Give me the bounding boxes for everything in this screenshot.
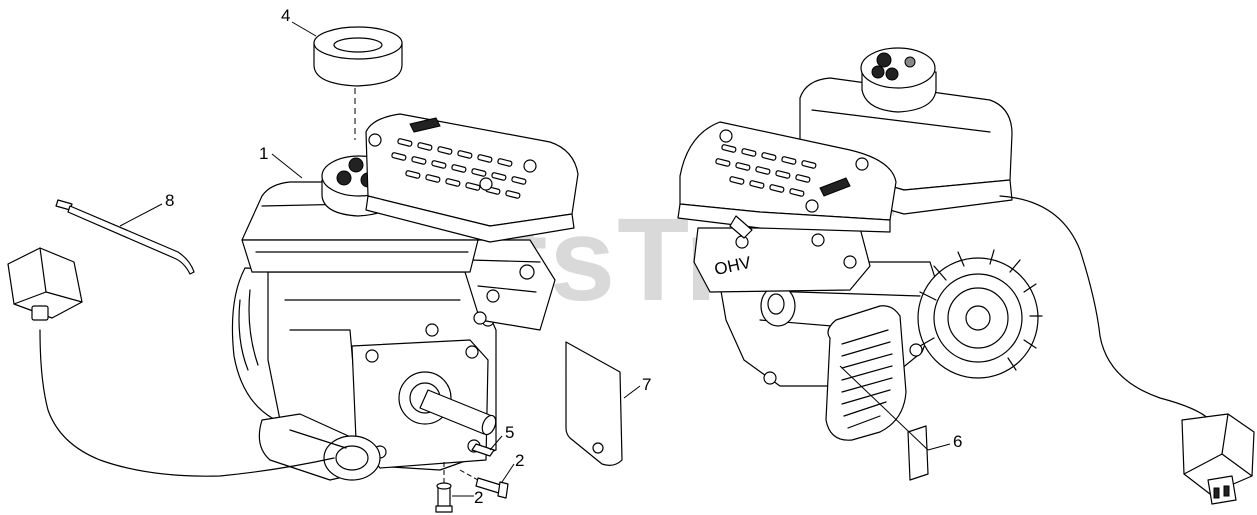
callout-7: 7 [642,375,651,394]
recoil-fins [919,249,1043,371]
part-4-ring[interactable] [313,26,403,87]
part-2-bolt-upper[interactable] [475,477,509,499]
right-filter-grille [715,129,869,213]
left-wire-harness[interactable] [7,247,335,477]
callout-1: 1 [259,144,268,163]
part-2-bolt-lower[interactable] [435,482,453,513]
recoil-handle-grip [841,329,893,429]
part-6-label[interactable] [907,425,929,481]
left-filter-grille [368,117,537,199]
callouts: 4 1 8 5 2 2 7 6 [165,6,962,507]
part-8-wire-tie[interactable] [55,199,195,275]
callout-6: 6 [953,432,962,451]
callout-5: 5 [505,423,514,442]
part-5-key[interactable] [471,443,495,457]
callout-8: 8 [165,191,174,210]
leader-lines [119,21,951,497]
callout-2-upper: 2 [515,451,524,470]
engine-right[interactable]: OHV [677,47,1043,441]
engine-left[interactable] [231,113,579,481]
right-wire-harness[interactable] [999,195,1255,505]
callout-2-lower: 2 [474,488,483,507]
part-7-tag[interactable] [565,341,623,466]
callout-4: 4 [281,6,290,25]
